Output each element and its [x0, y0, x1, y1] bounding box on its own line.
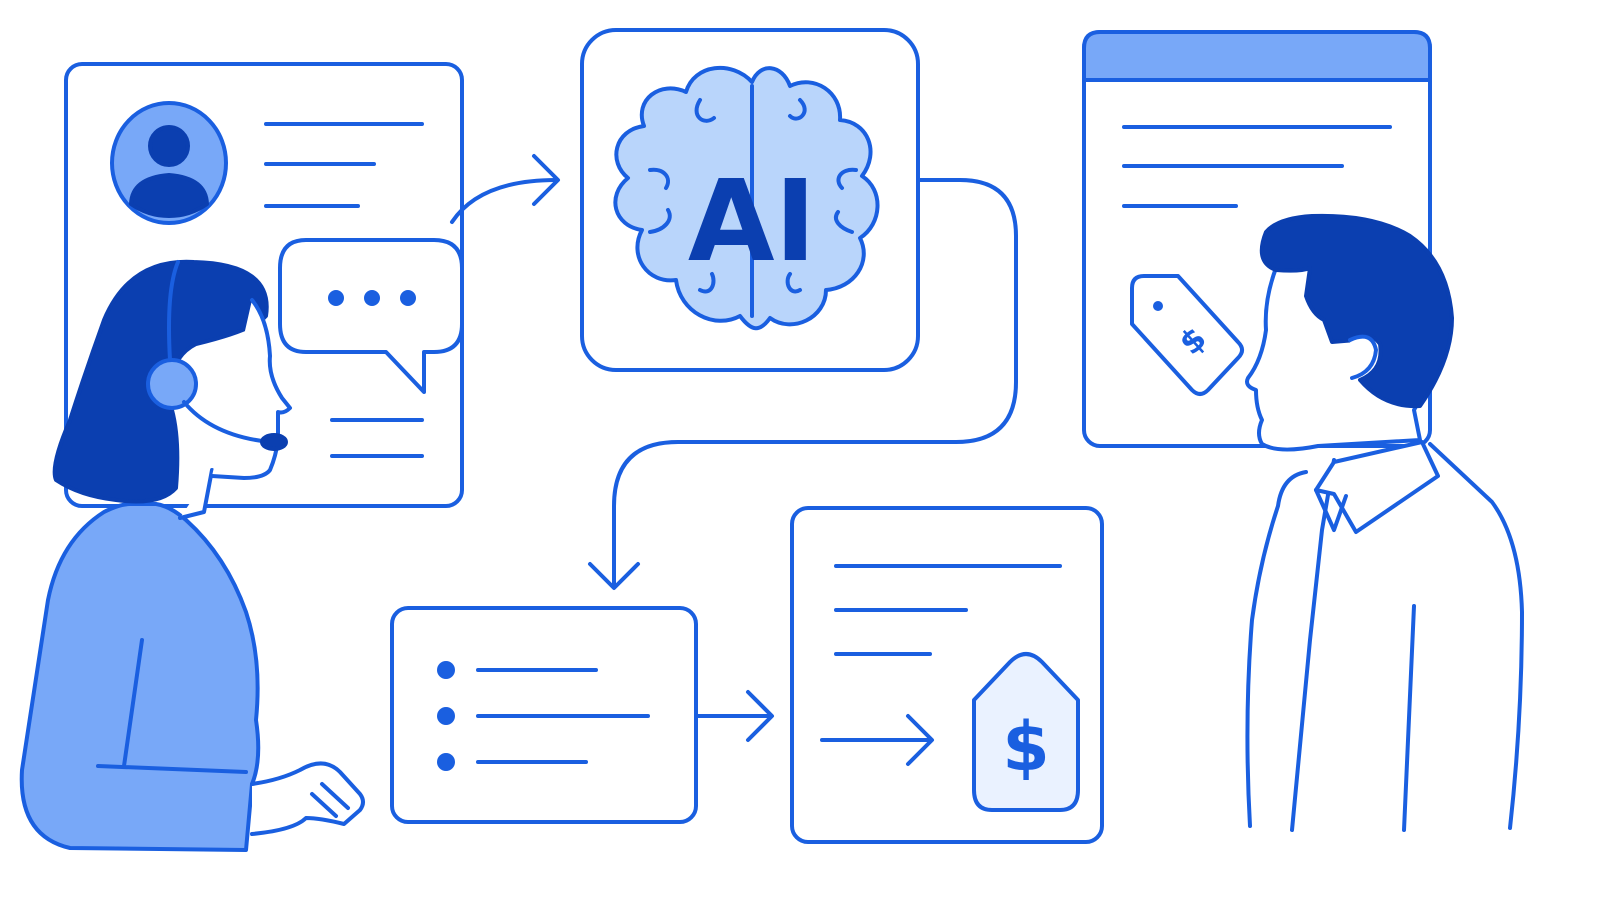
options-list-card [390, 606, 698, 824]
arrow-right-icon [696, 690, 774, 742]
ai-brain-card: AI [580, 28, 920, 372]
connector-ai-to-options [588, 178, 1018, 590]
ai-label: AI [688, 157, 816, 287]
support-agent-figure [19, 259, 365, 852]
price-tag-icon: $ [972, 652, 1080, 812]
price-tag-currency: $ [1002, 708, 1049, 787]
price-tag-icon: $ [1130, 274, 1244, 396]
pricing-quote-card: $ [790, 506, 1104, 844]
arrow-right-icon [820, 714, 934, 766]
arrow-right-icon [450, 154, 560, 224]
brain-icon: AI [613, 65, 880, 331]
speech-bubble-icon [278, 238, 464, 394]
user-avatar-icon [110, 101, 228, 225]
customer-figure [1245, 213, 1524, 832]
